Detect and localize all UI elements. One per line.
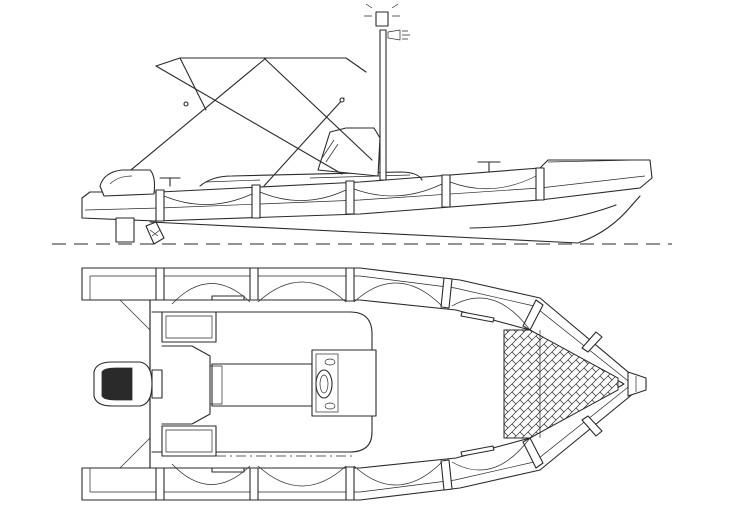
- grab-rope-port: [171, 281, 531, 331]
- gauge-icon: [324, 358, 336, 366]
- motor-leg: [115, 217, 135, 243]
- jockey-seat: [211, 363, 313, 407]
- grab-rail-inner: [204, 174, 411, 183]
- tube-bow-top: [547, 159, 641, 163]
- hull-chine-line: [469, 204, 617, 229]
- bimini-frame: [263, 97, 345, 187]
- tube-band: [535, 167, 545, 201]
- horn-icon: [387, 29, 410, 41]
- tube-stern-bevel: [119, 299, 151, 469]
- radar-mast: [379, 29, 387, 181]
- grab-rail: [199, 171, 423, 187]
- bimini-frame: [263, 57, 373, 161]
- console-wiper: [321, 139, 339, 163]
- propeller-blades: [149, 229, 161, 237]
- tube-band: [155, 189, 165, 222]
- steering-wheel-hub: [319, 374, 329, 394]
- tube-band: [581, 415, 603, 437]
- tube-band: [155, 267, 165, 301]
- tube-band: [345, 267, 355, 302]
- tube-band: [345, 180, 355, 215]
- stern-locker: [161, 311, 217, 343]
- mast-light-icon: [375, 11, 389, 27]
- motor-cowl-detail: [109, 175, 133, 185]
- outboard-motor: [99, 169, 165, 245]
- steering-wheel-icon: [315, 369, 333, 399]
- bow-nonslip-deck: [503, 329, 619, 439]
- locker-lid: [165, 315, 213, 453]
- stern-cleat: [159, 177, 181, 187]
- outboard-motor-plan: [93, 361, 163, 407]
- bimini-frame: [113, 57, 267, 185]
- strake: [211, 295, 245, 301]
- tube-stern-edge: [82, 299, 150, 469]
- motor-cowl: [99, 169, 156, 197]
- tube-band: [581, 331, 603, 353]
- strake: [460, 445, 495, 457]
- grab-rope-starboard: [171, 437, 531, 487]
- propeller-icon: [145, 221, 165, 245]
- tube-band: [249, 467, 259, 501]
- tube-band: [155, 467, 165, 501]
- seat-backrest: [210, 365, 223, 405]
- hull-keel-line: [149, 195, 641, 244]
- strake: [460, 311, 495, 323]
- bimini-canopy: [155, 57, 367, 73]
- stern-bench: [161, 345, 211, 425]
- tube-band: [440, 277, 453, 309]
- bimini-frame: [179, 57, 207, 111]
- tube-band: [249, 267, 259, 301]
- stern-locker: [161, 425, 217, 457]
- tube-band: [441, 174, 451, 208]
- tube-bands: [155, 167, 545, 222]
- motor-bracket: [151, 369, 163, 399]
- bimini-joint: [183, 101, 189, 107]
- tube-bands-plan: [155, 267, 603, 501]
- plan-view: [81, 267, 647, 501]
- bimini-joint: [339, 97, 345, 103]
- bow-cone: [627, 371, 647, 397]
- tube-band: [440, 459, 453, 491]
- bimini-top: [113, 57, 373, 187]
- tube-midline: [84, 175, 646, 211]
- gauge-icon: [324, 402, 336, 410]
- tube-band: [345, 466, 355, 501]
- strake: [211, 467, 245, 473]
- tube-band: [251, 184, 261, 219]
- side-view: [52, 3, 672, 245]
- bow-cleat: [477, 161, 501, 173]
- grab-rope: [163, 175, 537, 205]
- bimini-frame: [155, 65, 343, 175]
- motor-top-icon: [101, 367, 133, 401]
- light-rays-icon: [364, 3, 400, 17]
- console-windscreen: [317, 127, 381, 177]
